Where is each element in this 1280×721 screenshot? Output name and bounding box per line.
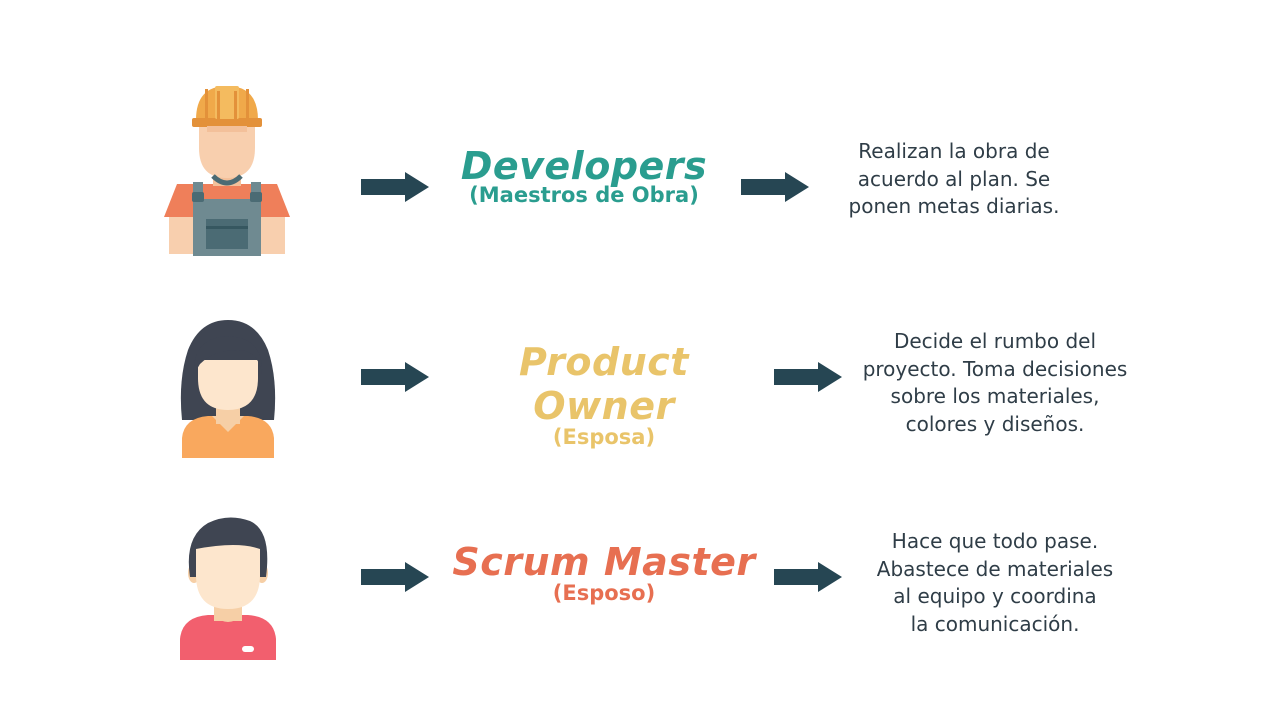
role-label-product-owner: Product Owner (Esposa) — [444, 340, 764, 450]
role-label-scrum-master: Scrum Master (Esposo) — [444, 540, 764, 606]
woman-avatar-icon — [180, 320, 276, 458]
role-description: Realizan la obra de acuerdo al plan. Se … — [848, 139, 1060, 218]
arrow-right-icon — [361, 362, 429, 392]
role-subtitle: (Esposa) — [552, 425, 656, 449]
arrow-right-icon — [361, 172, 429, 202]
role-subtitle: (Esposo) — [552, 581, 656, 605]
construction-worker-icon — [164, 86, 290, 256]
arrow-right-icon — [361, 562, 429, 592]
role-row-scrum-master: Scrum Master (Esposo) Hace que todo pase… — [0, 0, 1280, 660]
role-description: Hace que todo pase. Abastece de material… — [876, 529, 1114, 636]
role-description: Decide el rumbo del proyecto. Toma decis… — [862, 329, 1128, 436]
man-avatar-icon — [180, 517, 276, 660]
arrow-right-icon — [774, 362, 842, 392]
role-title: Developers — [460, 144, 708, 188]
role-title: Product Owner — [519, 340, 689, 428]
role-title: Scrum Master — [452, 540, 756, 584]
arrow-right-icon — [741, 172, 809, 202]
role-row-developers: Developers (Maestros de Obra) Realizan l… — [0, 0, 1280, 256]
role-subtitle: (Maestros de Obra) — [469, 183, 699, 207]
role-row-product-owner: Product Owner (Esposa) Decide el rumbo d… — [0, 0, 1280, 458]
role-label-developers: Developers (Maestros de Obra) — [434, 144, 734, 208]
arrow-right-icon — [774, 562, 842, 592]
